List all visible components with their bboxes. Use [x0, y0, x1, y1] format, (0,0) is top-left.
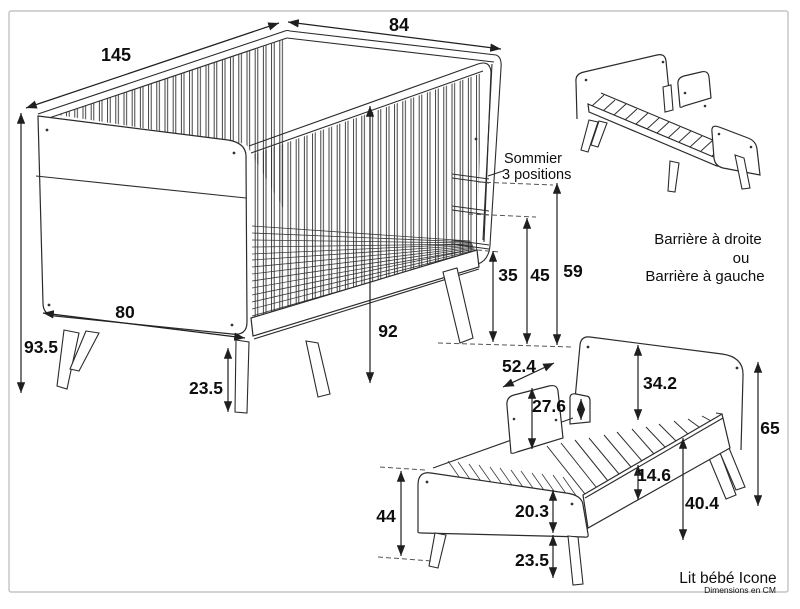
- screw-dot: [554, 418, 558, 422]
- barrier-option-label: Barrière à droite ou Barrière à gauche: [645, 231, 764, 285]
- dim-crib-leg-height-value: 23.5: [189, 378, 223, 398]
- product-name: Lit bébé Icone: [679, 570, 776, 587]
- bed2-leg: [428, 532, 447, 569]
- screw-dot: [749, 145, 753, 149]
- dim-crib-side-height-value: 92: [378, 321, 398, 341]
- sommier-label: Sommier 3 positions: [487, 151, 571, 183]
- barrier-panel: [677, 70, 712, 108]
- bed-footboard-panel: [711, 125, 761, 176]
- crib-leg: [234, 339, 250, 414]
- screw-dot: [735, 366, 739, 370]
- dim-barrier-height: 27.6: [527, 388, 566, 449]
- barrier-label-line2: ou: [733, 250, 750, 267]
- screw-dot: [703, 104, 707, 108]
- crib-dimensions: 145 84 93.5 80 23.5 92 35 45: [16, 15, 583, 412]
- screw-dot: [683, 91, 687, 95]
- crib-headboard-divider: [35, 175, 247, 199]
- crib-sommier-position-marks: [451, 173, 490, 250]
- barrier-bracket: [569, 393, 591, 425]
- bed-back-rail: [600, 92, 728, 147]
- dim-bed-leg-height: 23.5: [515, 535, 558, 578]
- sommier-label-line2: 3 positions: [502, 167, 571, 183]
- dim-bed-leg-height-value: 23.5: [515, 550, 549, 570]
- screw-dot: [230, 323, 234, 327]
- dim-footboard-height: 44: [376, 466, 433, 562]
- bed-front-rail: [587, 103, 718, 167]
- dim-barrier-length: 52.4: [502, 356, 555, 388]
- bed2-front-rail: [582, 413, 731, 529]
- bed2-slats: [546, 412, 723, 495]
- screw-dot: [584, 78, 588, 82]
- dim-barrier-height-value: 27.6: [532, 396, 566, 416]
- barrier-label-line3: Barrière à gauche: [645, 268, 764, 285]
- dim-headboard-above-base: 34.2: [633, 345, 677, 420]
- bed-headboard-panel: [575, 54, 671, 120]
- dim-barrier-length-value: 52.4: [502, 356, 536, 376]
- dim-crib-end-width: 80: [42, 302, 246, 341]
- dim-base-height: 40.4: [678, 438, 719, 540]
- dim-footboard-height-value: 44: [376, 506, 396, 526]
- dim-mattress-high-value: 59: [563, 261, 583, 281]
- toddler-bed-dimensions: 52.4 27.6 34.2 65 14.6 40.4 20.3 23.5: [376, 345, 780, 578]
- dim-crib-total-height-value: 93.5: [24, 337, 58, 357]
- dim-headboard-height: 65: [753, 362, 780, 506]
- dim-mattress-low: 35: [488, 251, 518, 342]
- dim-mattress-high: 59: [552, 183, 583, 345]
- dim-headboard-above-base-value: 34.2: [643, 373, 677, 393]
- dim-base-height-value: 40.4: [685, 493, 719, 513]
- crib-headboard-panel: [37, 115, 248, 335]
- crib-bottom-rail: [250, 249, 480, 337]
- bed-leg: [667, 160, 680, 193]
- dim-headboard-height-value: 65: [760, 418, 780, 438]
- crib-leg: [442, 267, 474, 344]
- dim-footboard-above-base: 20.3: [515, 490, 558, 533]
- bed2-rail-edge: [584, 417, 724, 499]
- screw-dot: [232, 151, 236, 155]
- title-block: Lit bébé Icone Dimensions en CM: [679, 570, 776, 595]
- screw-dot: [661, 60, 665, 64]
- screw-dot: [45, 128, 49, 132]
- barrier-label-line1: Barrière à droite: [654, 231, 762, 248]
- dim-footboard-above-base-value: 20.3: [515, 501, 549, 521]
- bed2-hatch: [447, 460, 578, 498]
- screw-dot: [512, 417, 516, 421]
- toddler-bed-barrier-view: Barrière à droite ou Barrière à gauche: [575, 54, 765, 285]
- screw-dot: [570, 502, 574, 506]
- screw-dot: [586, 345, 590, 349]
- dim-crib-length: 145: [25, 22, 280, 109]
- bed2-headboard-panel: [572, 336, 744, 451]
- crib-reference-dashes: [437, 181, 574, 348]
- sommier-leader-line: [487, 170, 504, 177]
- dim-mattress-low-value: 35: [498, 265, 518, 285]
- bed2-reference-dashes: [377, 466, 433, 562]
- bed-leg: [580, 119, 599, 153]
- bed2-footboard-panel: [417, 472, 589, 538]
- barrier-post: [662, 84, 674, 113]
- dim-mattress-mid-value: 45: [530, 265, 550, 285]
- bed-leg: [734, 154, 751, 190]
- bed2-leg: [567, 535, 584, 586]
- dim-crib-end-width-value: 80: [115, 302, 135, 322]
- units-note: Dimensions en CM: [704, 585, 776, 595]
- dim-crib-width-value: 84: [389, 15, 409, 35]
- crib-leg: [305, 340, 331, 398]
- sommier-label-line1: Sommier: [504, 151, 562, 167]
- dim-crib-length-value: 145: [101, 45, 131, 65]
- bed-slats: [591, 94, 725, 157]
- dim-base-thickness-value: 14.6: [637, 465, 671, 485]
- dim-crib-width: 84: [287, 15, 502, 52]
- dim-crib-leg-height: 23.5: [189, 348, 233, 412]
- dim-crib-total-height: 93.5: [16, 113, 58, 393]
- dim-base-thickness: 14.6: [633, 465, 671, 500]
- bed-leg: [590, 120, 608, 148]
- screw-dot: [425, 480, 429, 484]
- screw-dot: [717, 132, 721, 136]
- toddler-bed-dimension-view: [417, 336, 746, 586]
- dim-mattress-mid: 45: [522, 218, 550, 344]
- dim-crib-side-height: 92: [365, 106, 398, 383]
- screw-dot: [47, 303, 51, 307]
